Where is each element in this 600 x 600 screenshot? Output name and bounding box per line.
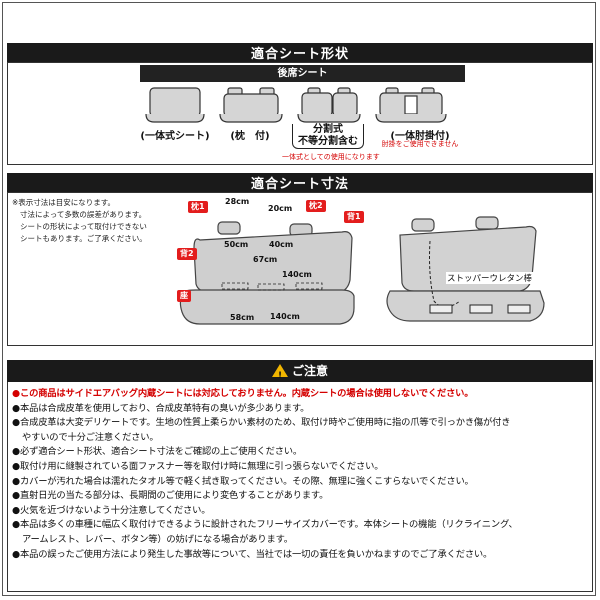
seat-with-pillow-icon (219, 87, 283, 123)
dim-back-height-right: 40cm (269, 240, 294, 249)
one-piece-seat-icon (145, 87, 205, 123)
seat-label-pillow: (枕 付) (230, 131, 270, 142)
dim-seat-width: 140cm (270, 312, 300, 321)
warning-item: ●取付け用に縫製されている面ファスナー等を取付け時に無理に引っ張らないでください… (12, 460, 384, 472)
dim-note-2: 寸法によって多数の誤差があります。 (20, 210, 147, 219)
warning-item: ●合成皮革は大変デリケートです。生地の性質上柔らかい素材のため、取付け時やご使用… (12, 417, 511, 429)
tag-back2: 背2 (177, 248, 197, 260)
dim-pillow2-width: 20cm (268, 204, 293, 213)
warning-list: ●この商品はサイドエアバッグ内蔵シートには対応しておりません。内蔵シートの場合は… (12, 387, 592, 562)
seat-label-split: 分割式 不等分割含む (292, 124, 364, 149)
tag-pillow1: 枕1 (188, 201, 208, 213)
seat-dimension-diagram (179, 221, 355, 325)
tag-back1: 背1 (344, 211, 364, 223)
seat-note-armrest: 肘掛をご使用できません (381, 140, 459, 148)
tag-seat: 座 (177, 290, 191, 302)
warning-item: ●この商品はサイドエアバッグ内蔵シートには対応しておりません。内蔵シートの場合は… (12, 388, 474, 399)
split-seat-icon (297, 87, 361, 123)
warning-item: ●火気を近づけないよう十分注意してください。 (12, 504, 211, 516)
warning-item: ●直射日光の当たる部分は、長期間のご使用により変色することがあります。 (12, 490, 329, 502)
dim-back-height: 67cm (253, 255, 278, 264)
warning-item: ●本品の誤ったご使用方法により発生した事故等について、当社では一切の責任を負いか… (12, 548, 493, 560)
warning-icon: ! (271, 364, 288, 381)
warning-item: ●本品は多くの車種に幅広く取付けできるように設計されたフリーサイズカバーです。本… (12, 519, 518, 531)
seat-note-split: 一体式としての使用になります (282, 153, 380, 161)
warning-item: アームレスト、レバー、ボタン等）の妨げになる場合があります。 (22, 533, 293, 545)
warning-item: ●必ず適合シート形状、適合シート寸法をご確認の上ご使用ください。 (12, 446, 303, 458)
dim-seat-depth: 58cm (230, 313, 255, 322)
rear-seat-subheader: 後席シート (140, 65, 465, 82)
seat-shape-illustrations (145, 87, 447, 123)
tag-pillow2: 枕2 (306, 200, 326, 212)
dim-note-1: ※表示寸法は目安になります。 (12, 198, 116, 207)
warning-item: ●本品は合成皮革を使用しており、合成皮革特有の臭いが多少あります。 (12, 402, 310, 414)
seat-label-armrest: (一体肘掛付) (390, 131, 450, 142)
dim-pillow1-width: 28cm (225, 197, 250, 206)
stopper-diagram (386, 216, 545, 322)
stopper-label: ストッパーウレタン棒 (446, 272, 534, 284)
dim-note-3: シートの形状によって取付けできない (20, 222, 147, 231)
warning-item: やすいので十分ご注意ください。 (22, 431, 159, 443)
dim-back-width: 140cm (282, 270, 312, 279)
warning-header: !ご注意 (7, 360, 593, 382)
warning-title: ご注意 (291, 364, 328, 378)
armrest-seat-icon (375, 87, 447, 123)
dim-back-height-left: 50cm (224, 240, 249, 249)
warning-box (7, 382, 593, 592)
warning-item: ●カバーが汚れた場合は濡れたタオル等で軽く拭き取ってください。その際、無理に強く… (12, 475, 474, 487)
seat-label-one-piece: (一体式シート) (140, 131, 210, 142)
dim-note-4: シートもあります。ご了承ください。 (20, 234, 147, 243)
